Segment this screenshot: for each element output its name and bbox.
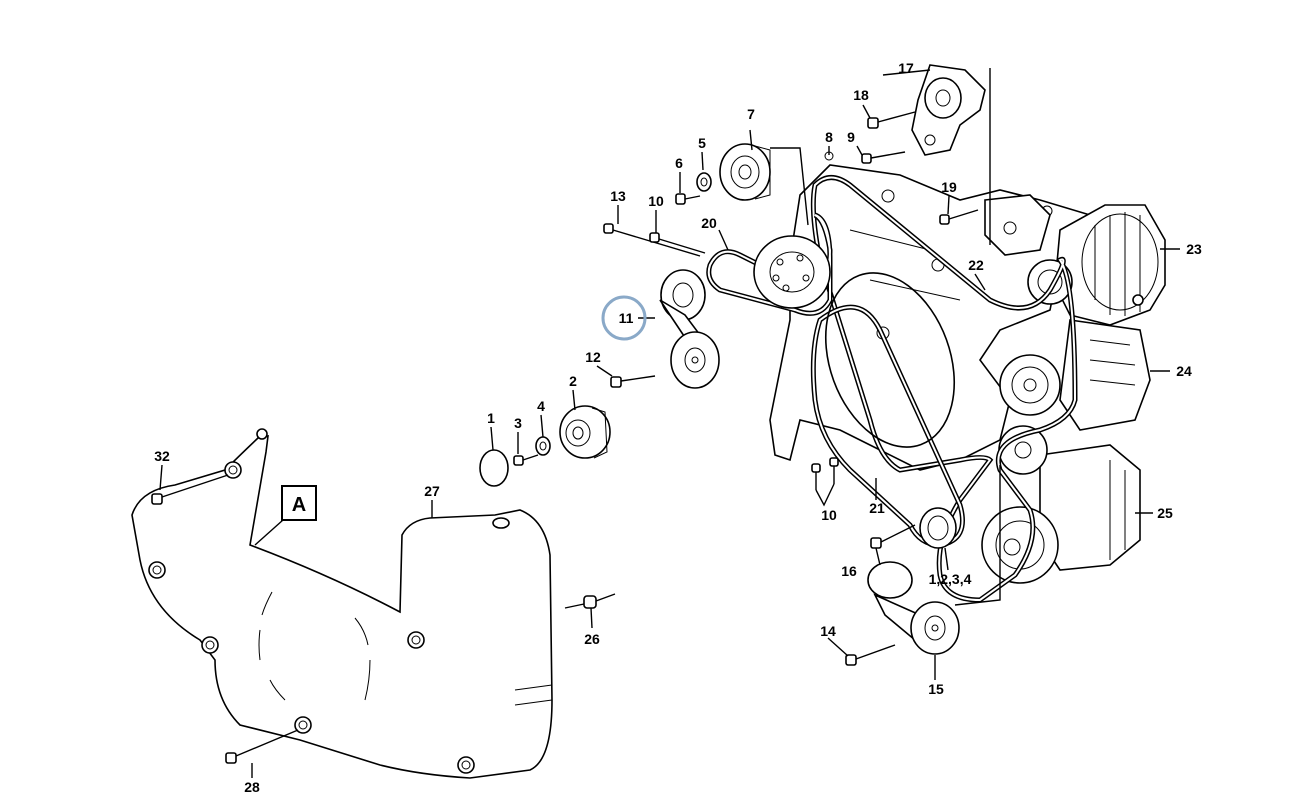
engine-cover-part-27[interactable] bbox=[131, 428, 553, 779]
callout-1: 1 bbox=[487, 410, 495, 426]
water-pump-part-24[interactable] bbox=[999, 319, 1151, 431]
callout-2: 2 bbox=[569, 373, 577, 389]
alternator-part-23[interactable] bbox=[1027, 204, 1166, 326]
callout-4: 4 bbox=[537, 398, 545, 414]
crank-pulley bbox=[753, 235, 831, 309]
callout-23: 23 bbox=[1186, 241, 1202, 257]
callout-6: 6 bbox=[675, 155, 683, 171]
section-marker: A bbox=[281, 485, 317, 521]
callout-22: 22 bbox=[968, 257, 984, 273]
bolt-part-10-upper[interactable] bbox=[649, 232, 706, 254]
bolt-part-14[interactable] bbox=[845, 644, 896, 666]
dust-cap-part-1[interactable] bbox=[479, 449, 509, 487]
callout-27: 27 bbox=[424, 483, 440, 499]
callout-13: 13 bbox=[610, 188, 626, 204]
callout-11: 11 bbox=[619, 310, 634, 326]
compressor-part-25[interactable] bbox=[981, 425, 1141, 584]
spacer-part-1234[interactable] bbox=[919, 507, 957, 549]
section-marker-label: A bbox=[292, 494, 306, 516]
bolt-part-9[interactable] bbox=[861, 151, 906, 164]
bolt-part-12[interactable] bbox=[610, 375, 656, 388]
belt-tensioner-part-17[interactable] bbox=[911, 64, 986, 156]
belt-tensioner-part-15[interactable] bbox=[867, 561, 960, 655]
leader-lines bbox=[159, 68, 1180, 778]
plug-part-26[interactable] bbox=[564, 593, 616, 609]
callout-16: 16 bbox=[841, 563, 857, 579]
callout-21: 21 bbox=[869, 500, 885, 516]
callout-15: 15 bbox=[928, 681, 944, 697]
bolt-part-32[interactable] bbox=[151, 474, 229, 505]
washer-part-5[interactable] bbox=[696, 172, 712, 192]
callout-18: 18 bbox=[853, 87, 869, 103]
bolts-part-10-lower[interactable] bbox=[811, 457, 839, 490]
callout-32: 32 bbox=[154, 448, 170, 464]
callout-9: 9 bbox=[847, 129, 855, 145]
bolt-part-16[interactable] bbox=[870, 524, 916, 549]
callout-12: 12 bbox=[585, 349, 601, 365]
drive-belt-part-21[interactable] bbox=[803, 255, 977, 548]
callout-24: 24 bbox=[1176, 363, 1192, 379]
callout-7: 7 bbox=[747, 106, 755, 122]
callout-1-2-3-4: 1,2,3,4 bbox=[929, 571, 972, 587]
washer-part-4[interactable] bbox=[535, 436, 551, 456]
callout-10-lower: 10 bbox=[821, 507, 837, 523]
belt-tensioner-part-11[interactable] bbox=[659, 269, 720, 389]
bolt-part-3[interactable] bbox=[513, 454, 539, 466]
callout-14: 14 bbox=[820, 623, 836, 639]
callout-28: 28 bbox=[244, 779, 260, 795]
idler-pulley-part-7[interactable] bbox=[719, 143, 771, 201]
callout-19: 19 bbox=[941, 179, 957, 195]
callout-5: 5 bbox=[698, 135, 706, 151]
callout-8: 8 bbox=[825, 129, 833, 145]
drive-belt-part-22[interactable] bbox=[810, 175, 1078, 603]
callout-3: 3 bbox=[514, 415, 522, 431]
callout-20: 20 bbox=[701, 215, 717, 231]
callout-25: 25 bbox=[1157, 505, 1173, 521]
highlight-circle bbox=[601, 295, 647, 341]
idler-pulley-part-2[interactable] bbox=[559, 405, 611, 459]
bolt-part-18[interactable] bbox=[867, 111, 916, 129]
callout-17: 17 bbox=[898, 60, 914, 76]
bolt-part-13[interactable] bbox=[603, 223, 701, 257]
callout-10-upper: 10 bbox=[648, 193, 664, 209]
bolt-part-28[interactable] bbox=[225, 729, 299, 764]
callout-labels: 7 5 6 13 10 20 11 12 2 4 3 1 8 9 17 18 1… bbox=[154, 60, 1202, 795]
bolt-part-19[interactable] bbox=[939, 209, 979, 225]
bracket-part-19-area bbox=[984, 194, 1051, 256]
bolt-part-6[interactable] bbox=[675, 193, 701, 205]
callout-26: 26 bbox=[584, 631, 600, 647]
